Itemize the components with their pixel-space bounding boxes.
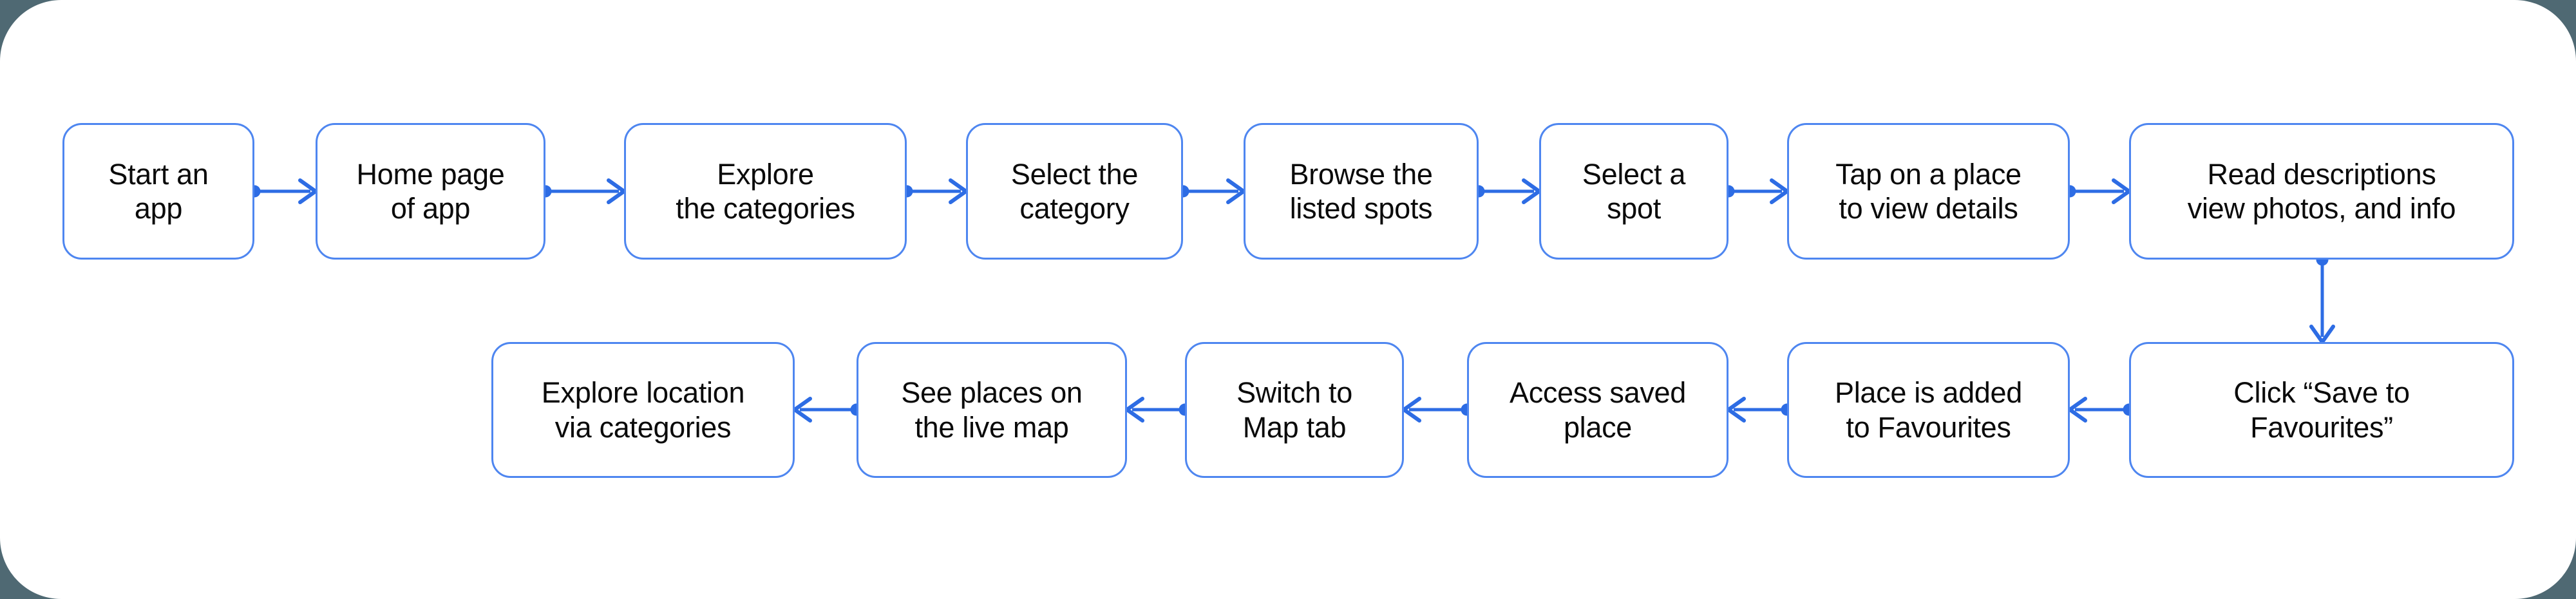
flow-node-access-saved-place: Access saved place bbox=[1467, 342, 1728, 478]
flow-node-click-save-to-favourites: Click “Save to Favourites” bbox=[2129, 342, 2514, 478]
flow-node-label: Click “Save to Favourites” bbox=[2233, 376, 2410, 444]
flow-node-label: Read descriptions view photos, and info bbox=[2187, 157, 2456, 225]
arrow-right-select-a-spot-to-tap-on-a-place-to-view-details bbox=[1722, 178, 1789, 204]
flow-node-label: Select a spot bbox=[1582, 157, 1686, 225]
flow-node-switch-to-map-tab: Switch to Map tab bbox=[1185, 342, 1404, 478]
flow-node-browse-the-listed-spots: Browse the listed spots bbox=[1244, 123, 1479, 260]
arrow-right-home-page-of-app-to-explore-the-categories bbox=[539, 178, 626, 204]
arrow-right-select-the-category-to-browse-the-listed-spots bbox=[1177, 178, 1245, 204]
flow-node-select-a-spot: Select a spot bbox=[1539, 123, 1728, 260]
flow-node-home-page-of-app: Home page of app bbox=[316, 123, 545, 260]
flow-node-label: Start an app bbox=[108, 157, 209, 225]
arrow-right-explore-the-categories-to-select-the-category bbox=[900, 178, 968, 204]
flow-node-label: Home page of app bbox=[356, 157, 505, 225]
arrow-left-place-is-added-to-favourites-to-access-saved-place bbox=[1727, 397, 1794, 423]
flow-node-explore-location-via-categories: Explore location via categories bbox=[491, 342, 795, 478]
arrow-left-access-saved-place-to-switch-to-map-tab bbox=[1402, 397, 1473, 423]
arrow-right-start-an-app-to-home-page-of-app bbox=[248, 178, 317, 204]
flow-node-label: Access saved place bbox=[1509, 376, 1687, 444]
flow-node-tap-on-a-place-to-view-details: Tap on a place to view details bbox=[1787, 123, 2070, 260]
flow-node-label: Switch to Map tab bbox=[1236, 376, 1352, 444]
flow-node-label: Explore location via categories bbox=[541, 376, 745, 444]
arrow-left-click-save-to-favourites-to-place-is-added-to-favourites bbox=[2068, 397, 2136, 423]
arrow-down-read-descriptions-view-photos-and-info-to-click-save-to-favourites bbox=[2309, 253, 2335, 344]
flow-node-explore-the-categories: Explore the categories bbox=[624, 123, 907, 260]
flow-node-label: Browse the listed spots bbox=[1289, 157, 1433, 225]
arrow-left-switch-to-map-tab-to-see-places-on-the-live-map bbox=[1125, 397, 1191, 423]
arrow-left-see-places-on-the-live-map-to-explore-location-via-categories bbox=[793, 397, 863, 423]
flow-node-label: Place is added to Favourites bbox=[1834, 376, 2022, 444]
flow-node-read-descriptions-view-photos-and-info: Read descriptions view photos, and info bbox=[2129, 123, 2514, 260]
flow-node-select-the-category: Select the category bbox=[966, 123, 1183, 260]
flow-node-label: Select the category bbox=[1010, 157, 1139, 225]
arrow-right-tap-on-a-place-to-view-details-to-read-descriptions-view-photos-and-info bbox=[2063, 178, 2131, 204]
flow-node-label: Tap on a place to view details bbox=[1835, 157, 2022, 225]
arrow-right-browse-the-listed-spots-to-select-a-spot bbox=[1472, 178, 1541, 204]
flow-node-see-places-on-the-live-map: See places on the live map bbox=[857, 342, 1127, 478]
flow-node-label: See places on the live map bbox=[901, 376, 1083, 444]
flow-node-label: Explore the categories bbox=[676, 157, 855, 225]
flow-node-place-is-added-to-favourites: Place is added to Favourites bbox=[1787, 342, 2070, 478]
flow-node-start-an-app: Start an app bbox=[62, 123, 254, 260]
